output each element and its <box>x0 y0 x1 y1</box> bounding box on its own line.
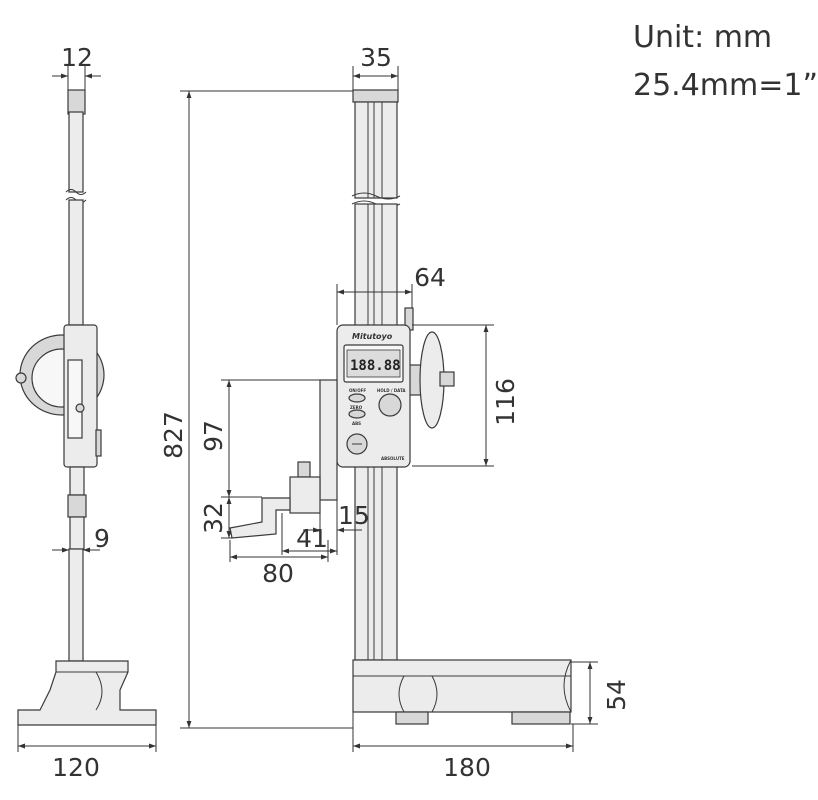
unit-conversion-label: 25.4mm=1” <box>633 68 818 103</box>
dim-scriber-reach: 41 <box>296 524 328 553</box>
base-curve-right <box>431 675 438 713</box>
base-body <box>352 659 572 713</box>
side-beam-lower <box>68 548 84 662</box>
dim-side-beam-thickness: 9 <box>94 524 110 553</box>
dim-base-height: 54 <box>602 679 631 711</box>
side-beam-middle <box>68 199 84 326</box>
side-base-curve <box>95 671 103 711</box>
hold-data-label: HOLD / DATA <box>377 388 406 393</box>
dim-scriber-clamp: 15 <box>338 501 370 530</box>
brand-label: Mitutoyo <box>352 332 393 341</box>
zero-label: ZERO <box>350 405 363 410</box>
side-clamp-upper <box>69 466 85 496</box>
unit-label: Unit: mm <box>633 20 773 55</box>
column-break-top <box>351 192 401 200</box>
base-curve-left <box>398 675 405 713</box>
base-end-curve <box>563 659 572 713</box>
height-gauge-drawing: Mitutoyo 188.88 ON/OFF ZERO ABS HOLD / D… <box>15 43 631 782</box>
side-clamp-lower <box>69 516 85 550</box>
dim-side-top-width: 12 <box>61 43 93 72</box>
side-view <box>15 89 157 726</box>
side-base <box>17 660 157 726</box>
scriber-clamp <box>289 476 321 514</box>
on-off-label: ON/OFF <box>349 388 366 393</box>
dim-base-length: 180 <box>443 753 491 782</box>
dim-scriber-height: 97 <box>199 420 228 452</box>
hold-data-button[interactable] <box>378 393 402 417</box>
dim-scriber-length: 80 <box>262 559 294 588</box>
clamp-screw <box>297 461 311 478</box>
column-upper <box>354 101 398 199</box>
column-top-cap <box>352 89 399 103</box>
lcd-reading: 188.88 <box>350 358 401 374</box>
abs-label: ABS <box>352 421 361 426</box>
base-foot-right <box>511 711 571 725</box>
dimension-labels: 12 9 120 35 827 64 116 97 32 15 41 80 54… <box>52 43 631 782</box>
lcd-screen <box>346 349 401 378</box>
scriber-bracket <box>319 379 338 501</box>
dim-slider-width: 64 <box>414 263 446 292</box>
side-slider-screw <box>75 403 85 413</box>
feed-knob <box>439 371 455 387</box>
dim-side-base-width: 120 <box>52 753 100 782</box>
zero-button[interactable] <box>348 409 366 419</box>
side-slider-window <box>67 359 83 439</box>
base-foot-left <box>395 711 429 725</box>
dim-front-beam-width: 35 <box>360 43 392 72</box>
side-top-cap <box>67 89 86 115</box>
side-dial-knob <box>15 372 27 384</box>
scriber-tip <box>229 497 291 539</box>
on-off-button[interactable] <box>348 393 366 403</box>
front-view: Mitutoyo 188.88 ON/OFF ZERO ABS HOLD / D… <box>229 89 572 725</box>
absolute-label: ABSOLUTE <box>381 456 405 461</box>
dimension-lines <box>17 66 598 752</box>
side-beam-break-top <box>65 189 87 195</box>
side-clamp-block <box>67 494 87 518</box>
side-slider-clip <box>95 429 102 457</box>
side-beam-upper <box>68 111 84 193</box>
dim-total-height: 827 <box>159 411 188 459</box>
dim-scriber-offset: 32 <box>199 502 228 534</box>
dim-slider-height: 116 <box>491 378 520 426</box>
